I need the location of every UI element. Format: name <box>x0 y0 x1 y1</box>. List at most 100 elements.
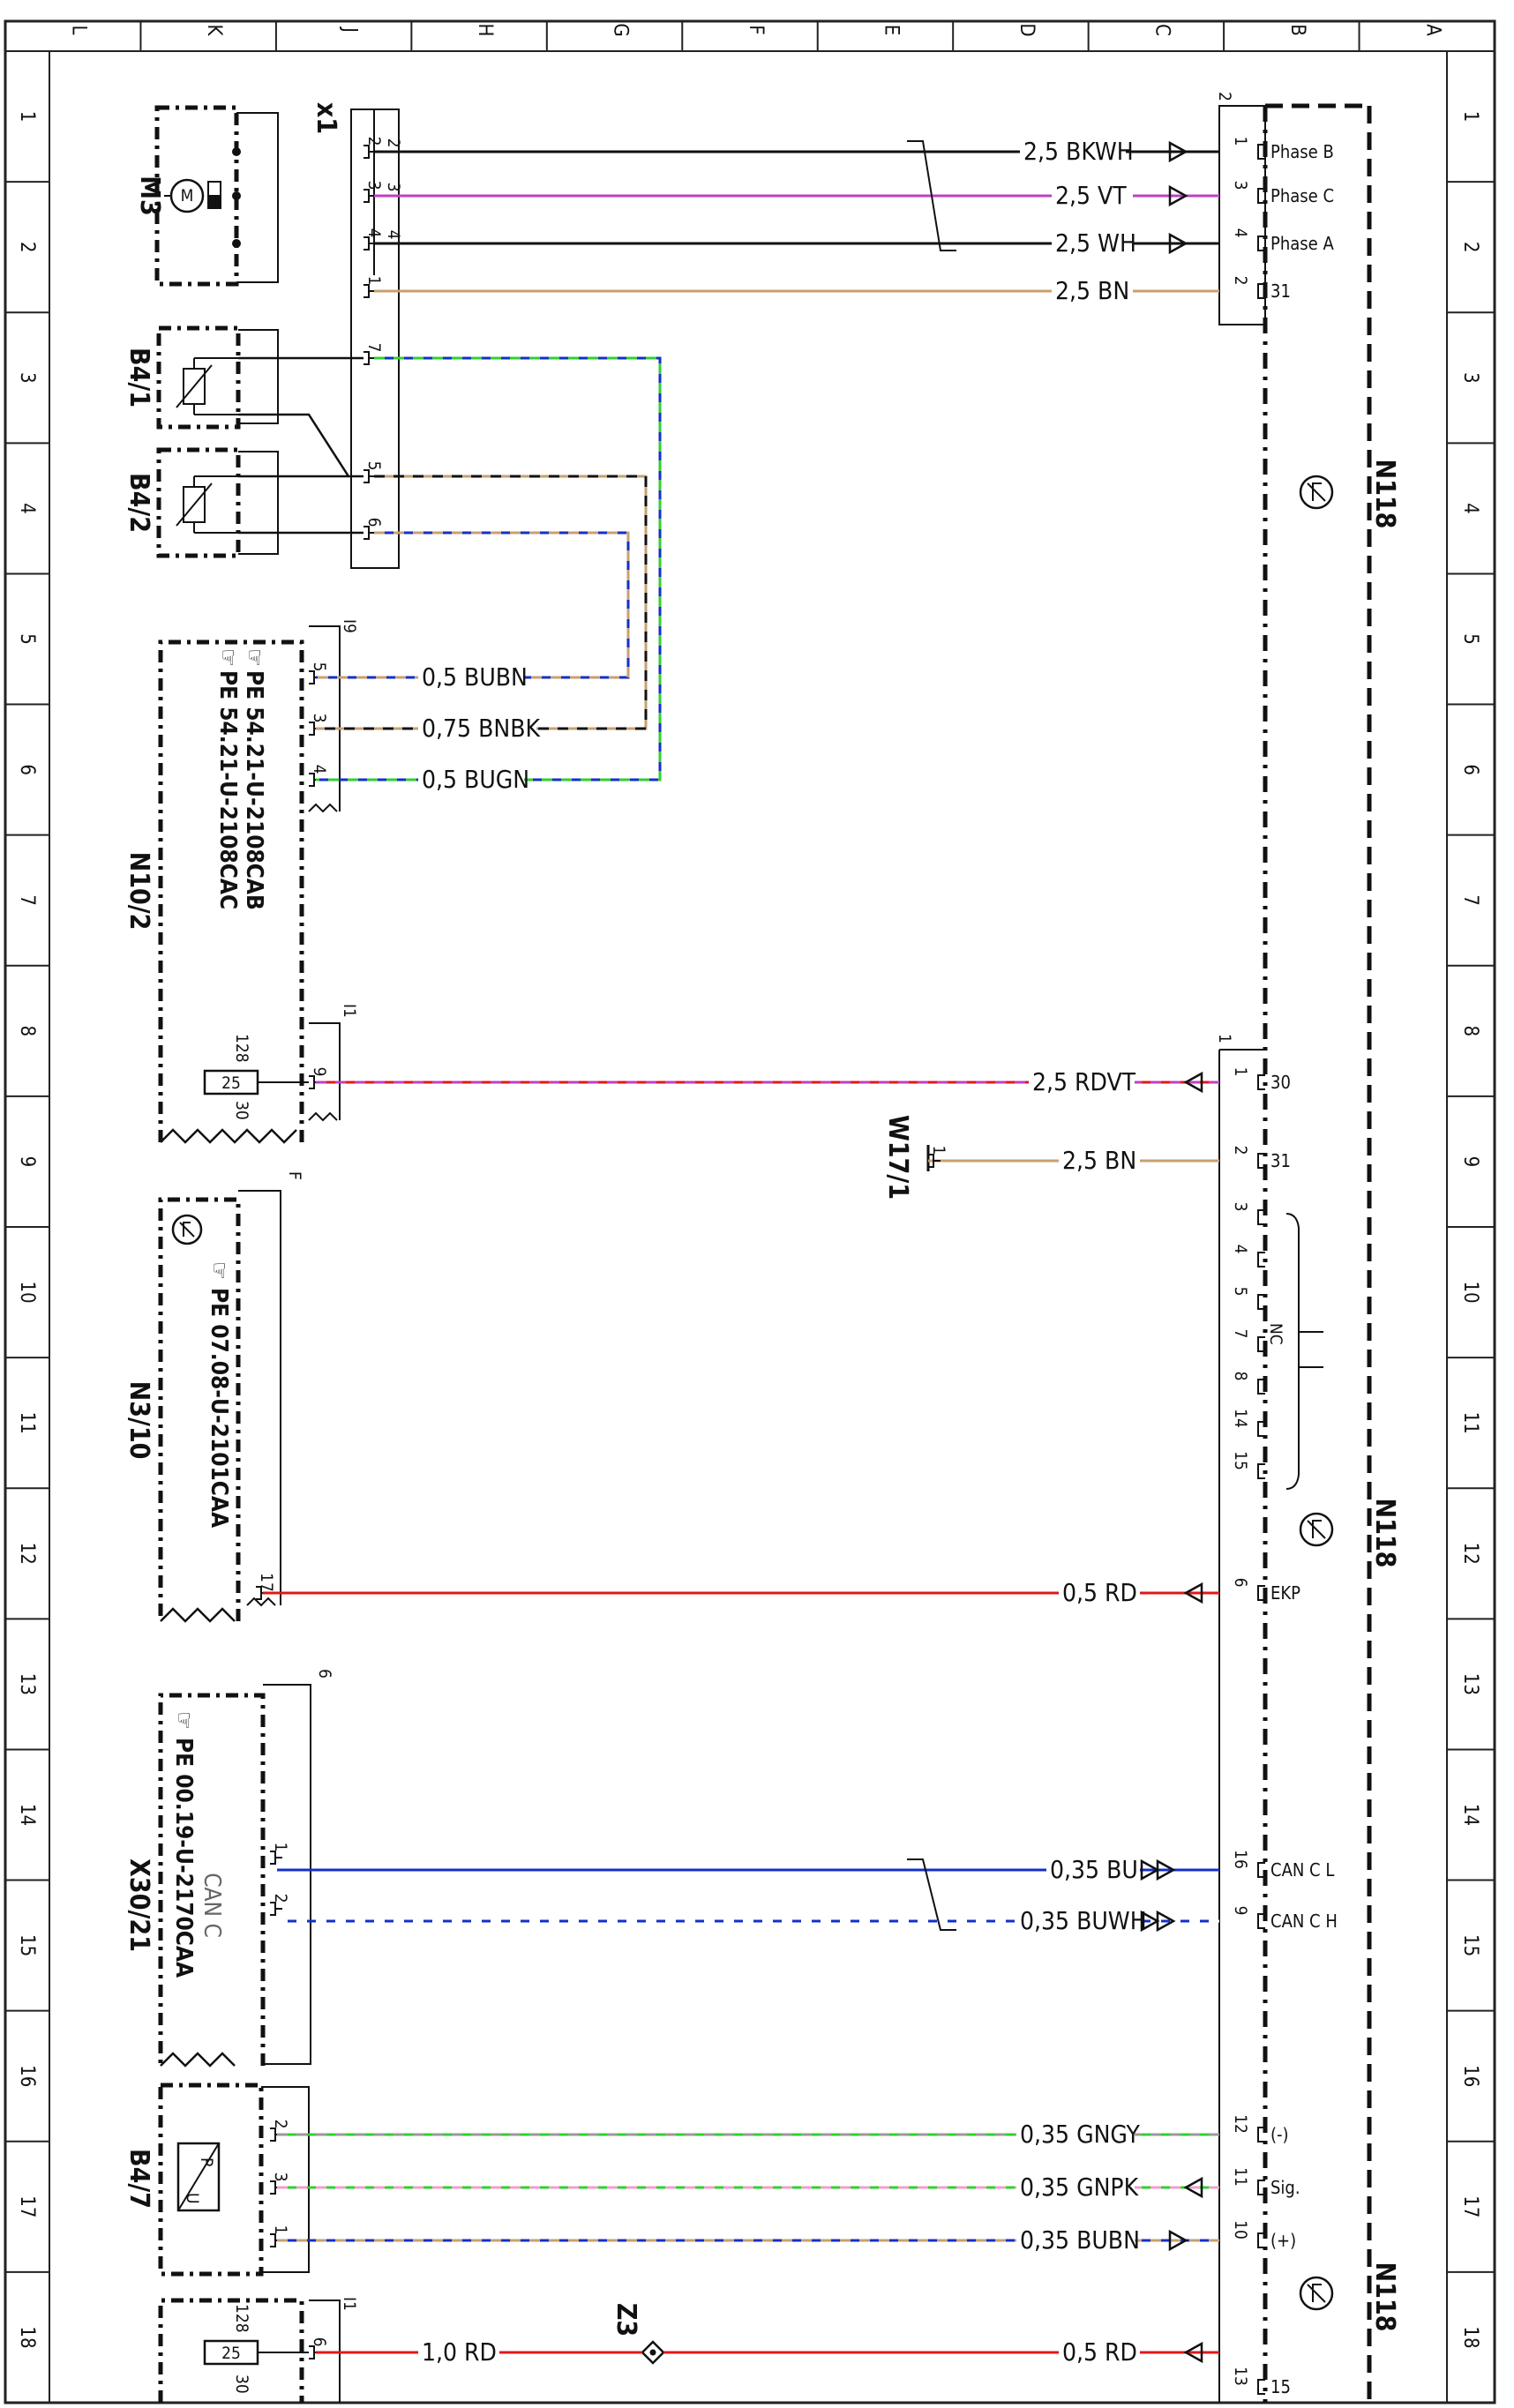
pin-socket <box>270 1851 282 1865</box>
wire-can-h-label-bg <box>1016 1913 1135 1936</box>
pin-number: 10 <box>1231 2220 1250 2240</box>
row-header-9: 9 <box>16 1156 38 1168</box>
pin-socket <box>1257 1421 1265 1437</box>
row-header-1: 1 <box>16 111 38 123</box>
row-header-right-6: 6 <box>1459 764 1481 775</box>
n3-10-module: ☞ PE 07.08-U-2101CAA N3/10 F 176 <box>124 1171 329 2359</box>
fuse-25-label-2: 25 <box>221 2344 241 2363</box>
wire-bugn-label: 0,5 BUGN <box>422 765 529 794</box>
x30-21-connector: ☞ PE 00.19-U-2170CAA CAN C X30/21 6 12 <box>124 1669 334 2068</box>
b4-2-sensor: B4/2 <box>124 447 279 558</box>
hand-icon: ☞ <box>214 648 241 667</box>
row-header-right-16: 16 <box>1459 2065 1481 2087</box>
pin-number: 4 <box>1231 1245 1250 1254</box>
pin-socket <box>1257 2127 1265 2143</box>
wire-bnbk-label: 0,75 BNBK <box>422 714 541 743</box>
pin-number: 1 <box>271 2225 290 2235</box>
col-header-C: C <box>1150 24 1173 36</box>
pin-number: 1 <box>271 1843 290 1852</box>
row-header-right-12: 12 <box>1459 1543 1481 1565</box>
transistor-icon <box>1299 475 1334 510</box>
z3-splice: Z3 <box>611 2303 665 2365</box>
signal-label: 31 <box>1270 280 1291 302</box>
x1-inner-pin: 4 <box>384 230 403 240</box>
wire-wh-label: 2,5 WH <box>1055 228 1136 258</box>
pin-number: 4 <box>364 228 384 238</box>
row-header-17: 17 <box>16 2195 38 2217</box>
pin-socket <box>364 284 376 298</box>
b4-1-sensor: B4/1 <box>124 325 279 430</box>
pin-number: 9 <box>1231 1906 1250 1916</box>
pin-socket <box>1257 144 1265 160</box>
arrow-icon <box>1140 1910 1160 1933</box>
signal-label: (-) <box>1270 2124 1289 2145</box>
pin-socket <box>1257 188 1265 204</box>
pin-socket <box>364 351 376 365</box>
wire-can-l-label: 0,35 BU <box>1050 1855 1138 1884</box>
arrow-icon <box>1168 184 1188 207</box>
n118-pin: 15 <box>1231 1451 1265 1479</box>
wire-bubn-label: 0,5 BUBN <box>422 662 528 692</box>
wire-bn-top-label: 2,5 BN <box>1055 276 1129 305</box>
f-label: F <box>285 1171 304 1180</box>
pin-socket <box>270 1902 282 1916</box>
pin-socket <box>1257 1463 1265 1479</box>
i9-label: I9 <box>340 619 359 633</box>
wire-can-h-label: 0,35 BUWH <box>1020 1906 1147 1935</box>
wire-rd-ekp-label: 0,5 RD <box>1062 1578 1137 1607</box>
row-header-11: 11 <box>16 1412 38 1434</box>
pin-number: 15 <box>1231 1451 1250 1470</box>
fuse-30-label: 30 <box>232 1101 251 1120</box>
row-header-right-18: 18 <box>1459 2326 1481 2348</box>
w17-1-label: W17/1 <box>882 1115 913 1200</box>
hand-icon: ☞ <box>206 1261 232 1280</box>
pin-number: 2 <box>1231 1146 1250 1155</box>
pin-socket <box>1257 1379 1265 1395</box>
wire-gngy-label-bg <box>1016 2127 1135 2150</box>
motor-symbol: M <box>181 186 194 206</box>
sensor-wires <box>238 356 364 535</box>
pin-number: 5 <box>1231 1287 1250 1297</box>
fuse-128-label-2: 128 <box>232 2304 251 2333</box>
pin-number: 16 <box>1231 1850 1250 1869</box>
transistor-icon <box>171 1214 203 1245</box>
signal-label: (+) <box>1270 2230 1296 2251</box>
b4-7-p: P <box>197 2157 216 2166</box>
n118-pin: 14 <box>1231 1409 1265 1437</box>
pin-9: 9 <box>309 1067 329 1089</box>
pin-5: 5 <box>309 662 329 684</box>
pin-number: 5 <box>310 662 329 672</box>
signal-label: 30 <box>1270 1072 1291 1093</box>
n118-pin: 12 (-) <box>1231 2114 1289 2145</box>
row-header-3: 3 <box>16 372 38 384</box>
wire-bubn-label-bg <box>418 669 524 692</box>
row-header-right-5: 5 <box>1459 633 1481 645</box>
pin-socket <box>1257 2232 1265 2248</box>
pin-number: 5 <box>364 461 384 471</box>
n10-2-pe1: PE 54.21-U-2108CAB <box>241 670 267 910</box>
x1-inner-pin: 2 <box>384 138 403 148</box>
twist-icon <box>907 140 956 251</box>
pin-number: 4 <box>310 765 329 774</box>
wire-bnbk-label-bg <box>418 721 536 744</box>
pin-number: 4 <box>1231 228 1250 238</box>
n3-10-label: N3/10 <box>124 1381 154 1460</box>
wire-bubn-b47-label: 0,35 BUBN <box>1020 2225 1140 2255</box>
pin-number: 9 <box>310 1067 329 1077</box>
col-header-D: D <box>1016 23 1038 36</box>
b4-7-u: U <box>183 2193 202 2204</box>
row-header-right-14: 14 <box>1459 1804 1481 1826</box>
n118-label-1: N118 <box>1369 460 1400 529</box>
pin-number: 3 <box>1231 1202 1250 1212</box>
n118-label-2: N118 <box>1369 1499 1400 1568</box>
pin-number: 1 <box>1231 137 1250 146</box>
wire-gnpk-label-bg <box>1016 2180 1135 2202</box>
pin-number: 12 <box>1231 2114 1250 2134</box>
wire-rd-1-label: 1,0 RD <box>422 2337 497 2367</box>
